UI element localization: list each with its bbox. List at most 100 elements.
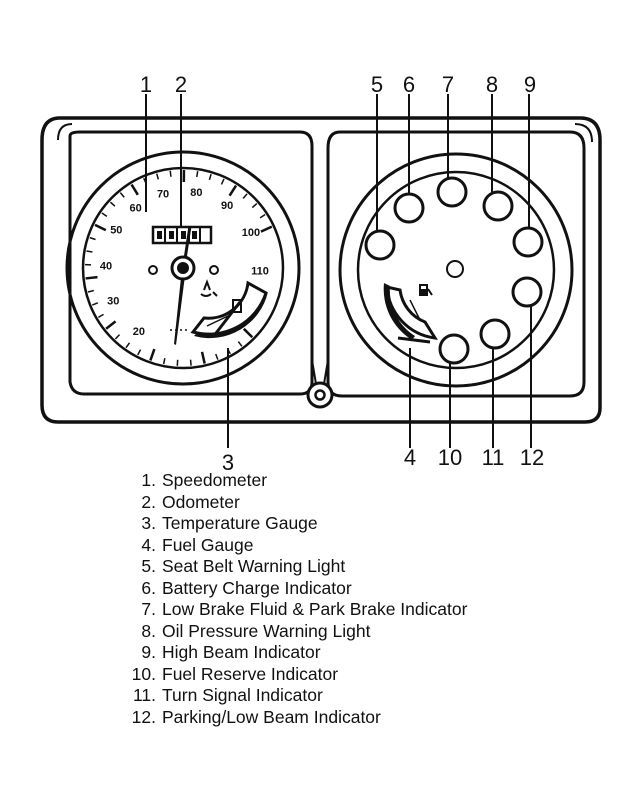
speedometer-tick bbox=[137, 349, 142, 356]
callout-7: 7 bbox=[442, 72, 454, 97]
legend-item-number: 3. bbox=[141, 513, 156, 533]
speedometer-scale-label: 70 bbox=[157, 189, 169, 201]
turn-signal-indicator-icon bbox=[479, 318, 511, 350]
callout-11: 11 bbox=[482, 445, 505, 470]
legend-item: 10. Fuel Reserve Indicator bbox=[126, 664, 467, 686]
speedometer-scale-label: 60 bbox=[129, 202, 141, 214]
callout-numbers: 1 2 3 4 5 6 7 8 9 10 11 12 bbox=[140, 72, 544, 475]
speedometer: 20 30 40 50 60 70 80 90 100 110 bbox=[65, 150, 301, 386]
cluster-housing bbox=[40, 116, 602, 424]
speedometer-tick bbox=[196, 170, 199, 178]
legend-item-number: 4. bbox=[141, 534, 156, 555]
speedometer-scale-label: 100 bbox=[242, 227, 260, 239]
legend-item: 2. Odometer bbox=[126, 492, 467, 514]
speedometer-tick bbox=[89, 236, 96, 241]
high-beam-indicator-icon bbox=[512, 226, 544, 258]
battery-charge-indicator-icon bbox=[393, 192, 425, 224]
legend-list: 1. Speedometer 2. Odometer 3. Temperature Gau… bbox=[126, 470, 468, 729]
legend-item-label: Parking/Low Beam Indicator bbox=[162, 706, 381, 727]
legend-item-number: 12. bbox=[131, 706, 156, 727]
legend-item: 8.Oil Pressure Warning Light bbox=[126, 621, 467, 643]
legend-item-number: 9. bbox=[141, 642, 156, 662]
legend-item-number: 11. bbox=[132, 685, 156, 705]
legend-item: 1. Speedometer bbox=[126, 470, 467, 492]
callout-1: 1 bbox=[140, 72, 152, 97]
speedometer-tick bbox=[242, 193, 248, 199]
indicator-panel bbox=[338, 152, 574, 388]
legend-item-label: High Beam Indicator bbox=[162, 642, 321, 662]
legend-item-number: 7. bbox=[141, 599, 156, 619]
legend-item: 9. High Beam Indicator bbox=[126, 642, 467, 664]
legend-item-label: Seat Belt Warning Light bbox=[162, 556, 346, 576]
speedometer-tick bbox=[114, 334, 121, 340]
speedometer-tick bbox=[130, 183, 139, 196]
speedometer-tick bbox=[85, 275, 98, 280]
legend-item-label: Fuel Gauge bbox=[162, 534, 254, 555]
speedometer-tick bbox=[260, 225, 273, 233]
leader-lines bbox=[145, 94, 532, 448]
speedometer-tick bbox=[91, 302, 99, 306]
callout-2: 2 bbox=[175, 72, 187, 97]
callout-12: 12 bbox=[520, 445, 544, 470]
speedometer-tick bbox=[149, 348, 156, 361]
legend-item-label: Turn Signal Indicator bbox=[162, 685, 323, 705]
legend-item: 12. Parking/Low Beam Indicator bbox=[126, 707, 467, 729]
speedometer-needle bbox=[170, 225, 196, 345]
callout-8: 8 bbox=[486, 72, 498, 97]
legend-item-label: Speedometer bbox=[162, 470, 268, 490]
speedometer-ticks bbox=[85, 169, 273, 366]
speedometer-tick bbox=[251, 202, 258, 209]
speedometer-scale-label: 40 bbox=[100, 260, 112, 272]
speedometer-scale-label: 90 bbox=[221, 200, 233, 212]
callout-10: 10 bbox=[438, 445, 462, 470]
legend-item-label: Oil Pressure Warning Light bbox=[162, 620, 371, 641]
legend-item-label: Odometer bbox=[162, 491, 240, 512]
callout-3: 3 bbox=[222, 450, 234, 475]
legend-item: 3. Temperature Gauge bbox=[126, 513, 467, 535]
fuel-reserve-indicator-icon bbox=[438, 333, 470, 365]
adjuster-dots bbox=[148, 265, 219, 275]
legend-item-label: Low Brake Fluid & Park Brake Indicator bbox=[162, 599, 468, 619]
legend-item-label: Battery Charge Indicator bbox=[162, 577, 352, 598]
legend-item-number: 10. bbox=[131, 663, 156, 684]
speedometer-tick bbox=[97, 313, 104, 319]
speedometer-scale-label: 110 bbox=[251, 266, 269, 278]
legend-item: 5.Seat Belt Warning Light bbox=[126, 556, 467, 578]
speedometer-tick bbox=[215, 353, 219, 360]
speedometer-tick bbox=[155, 173, 160, 180]
speedometer-tick bbox=[237, 341, 243, 347]
legend-item-number: 2. bbox=[141, 491, 156, 512]
speedometer-tick bbox=[220, 178, 225, 185]
legend-item: 7. Low Brake Fluid & Park Brake Indicator bbox=[126, 599, 467, 621]
speedometer-tick bbox=[94, 223, 107, 232]
speedometer-tick bbox=[125, 342, 131, 349]
speedometer-scale-label: 20 bbox=[133, 326, 145, 338]
parking-low-beam-indicator-icon bbox=[511, 276, 543, 308]
speedometer-tick bbox=[119, 192, 125, 198]
speedometer-tick bbox=[259, 213, 266, 219]
speedometer-tick bbox=[101, 212, 108, 217]
legend-item: 6.Battery Charge Indicator bbox=[126, 578, 467, 600]
speedometer-tick bbox=[169, 170, 172, 177]
oil-pressure-warning-light-icon bbox=[482, 190, 514, 222]
speedometer-scale-label: 50 bbox=[110, 225, 122, 237]
speedometer-tick bbox=[86, 250, 93, 253]
speedometer-tick bbox=[105, 320, 117, 330]
speedometer-scale-labels: 20 30 40 50 60 70 80 90 100 110 bbox=[100, 187, 269, 338]
legend-item: 4. Fuel Gauge bbox=[126, 535, 467, 557]
legend-item-label: Temperature Gauge bbox=[162, 513, 318, 533]
indicator-lamps bbox=[364, 176, 544, 365]
legend-item-number: 1. bbox=[141, 470, 156, 490]
callout-4: 4 bbox=[404, 445, 416, 470]
legend-item-label: Fuel Reserve Indicator bbox=[162, 663, 339, 684]
legend-item: 11. Turn Signal Indicator bbox=[126, 685, 467, 707]
callout-5: 5 bbox=[371, 72, 383, 97]
speedometer-tick bbox=[200, 351, 206, 364]
odometer bbox=[151, 225, 213, 245]
speedometer-scale-label: 30 bbox=[107, 296, 119, 308]
temperature-gauge bbox=[170, 279, 268, 339]
speedometer-scale-label: 80 bbox=[190, 187, 202, 199]
speedometer-tick bbox=[228, 184, 238, 197]
brake-indicator-icon bbox=[436, 176, 468, 208]
